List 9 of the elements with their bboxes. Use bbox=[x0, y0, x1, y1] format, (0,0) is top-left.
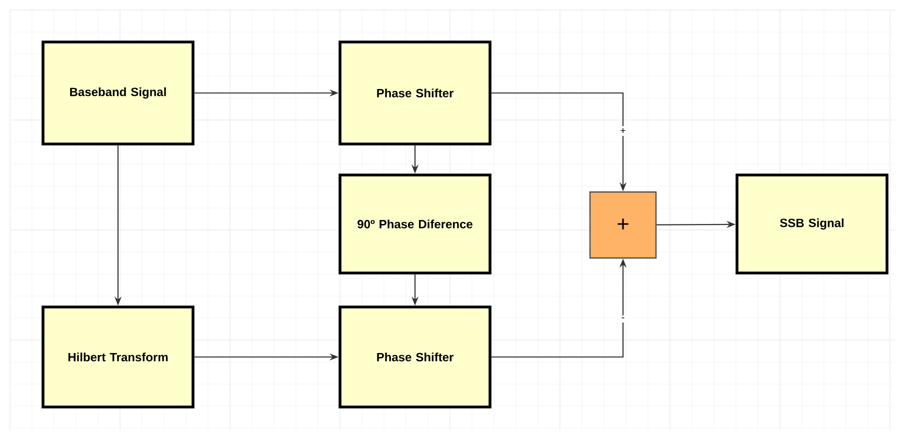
edge-label: + bbox=[618, 126, 628, 136]
process-box: Baseband Signal bbox=[42, 40, 194, 146]
process-box: Hilbert Transform bbox=[42, 306, 194, 408]
process-box: SSB Signal bbox=[736, 174, 888, 274]
edge-label: - bbox=[619, 315, 627, 323]
process-box: Phase Shifter bbox=[338, 306, 492, 408]
process-box: 90º Phase Diference bbox=[338, 174, 492, 274]
process-box: Phase Shifter bbox=[338, 40, 492, 146]
summing-junction: + bbox=[589, 191, 657, 259]
